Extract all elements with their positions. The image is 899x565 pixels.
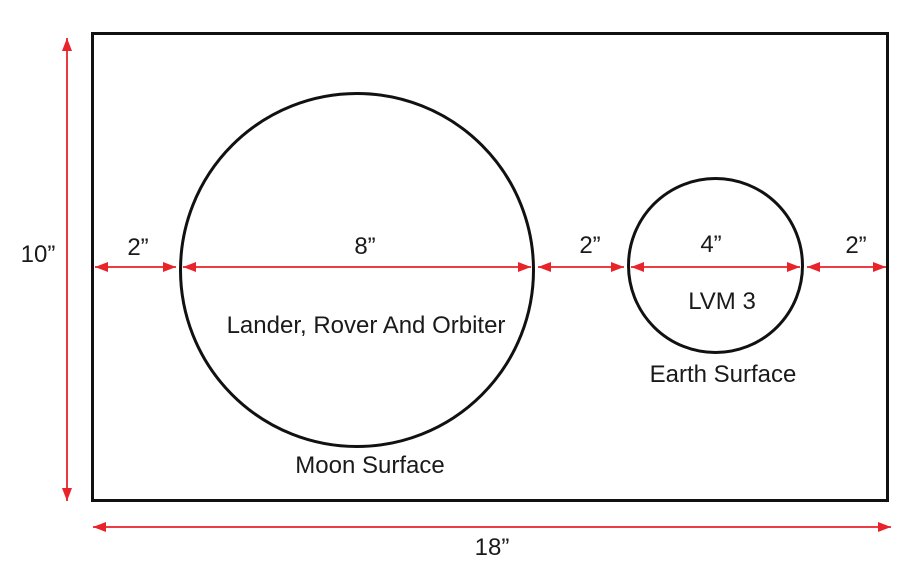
moon-circle-content-label: Lander, Rover And Orbiter xyxy=(226,312,506,339)
left-gap-dimension-label: 2” xyxy=(127,234,149,261)
height-dimension-label: 10” xyxy=(20,241,56,268)
middle-gap-dimension-label: 2” xyxy=(579,232,601,259)
lvm3-label: LVM 3 xyxy=(688,288,756,315)
moon-surface-caption: Moon Surface xyxy=(295,452,445,479)
moon-surface-circle xyxy=(179,92,535,448)
right-gap-dimension-label: 2” xyxy=(845,232,867,259)
earth-surface-circle xyxy=(627,177,804,354)
big-circle-diameter-label: 8” xyxy=(354,233,376,260)
outer-rectangle xyxy=(91,32,889,502)
width-dimension-label: 18” xyxy=(474,534,510,561)
earth-surface-caption: Earth Surface xyxy=(649,361,797,388)
small-circle-diameter-label: 4” xyxy=(700,231,722,258)
